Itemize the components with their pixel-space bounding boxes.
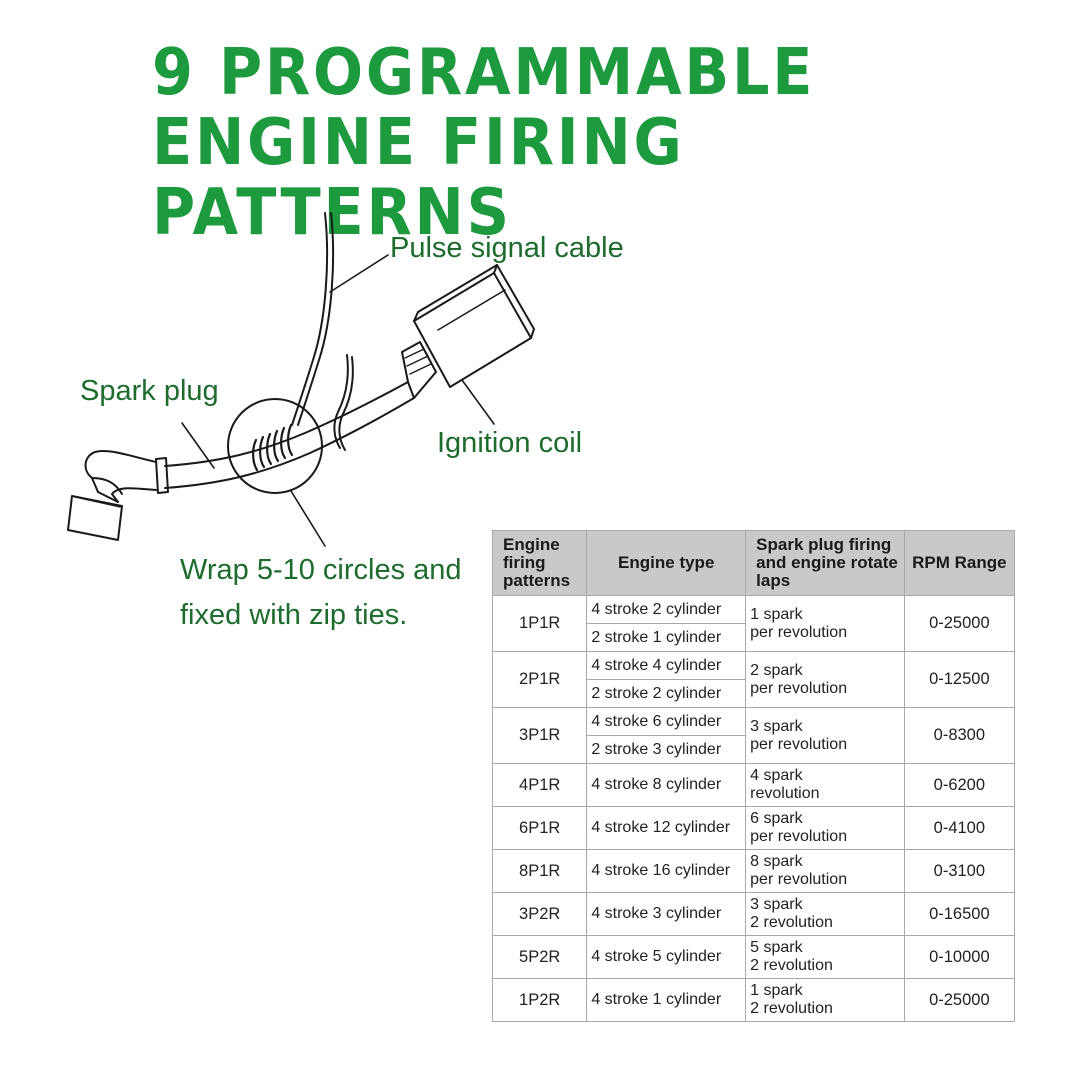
- engine-type-cell: 2 stroke 2 cylinder: [586, 679, 747, 708]
- engine-type-cell: 4 stroke 6 cylinder: [586, 707, 747, 736]
- pulse-cable-leader: [329, 254, 389, 293]
- spark-rev: per revolution: [750, 828, 848, 845]
- wrap-leader: [290, 490, 326, 547]
- wrap-instruction-line-2: fixed with zip ties.: [180, 599, 408, 631]
- spark-count: 3 spark: [750, 896, 803, 913]
- rpm-cell: 0-25000: [903, 978, 1016, 1022]
- engine-type-cell: 4 stroke 12 cylinder: [586, 806, 747, 850]
- wrap-instruction-label: Wrap 5-10 circles and fixed with zip tie…: [180, 548, 462, 638]
- spark-rev: per revolution: [750, 735, 848, 753]
- header-spark-laps: Spark plug firing and engine rotate laps: [745, 530, 905, 596]
- spark-count: 5 spark: [750, 939, 803, 956]
- table-subrow: 2 stroke 3 cylinder: [493, 735, 1015, 764]
- engine-type-cell: 4 stroke 2 cylinder: [586, 595, 747, 624]
- engine-type-cell: 4 stroke 1 cylinder: [586, 978, 747, 1022]
- engine-type-cell: 4 stroke 8 cylinder: [586, 763, 747, 807]
- ignition-coil-body: [401, 264, 535, 399]
- page-title-line-1: 9 PROGRAMMABLE ENGINE FIRING: [152, 36, 816, 180]
- spark-plug-label: Spark plug: [80, 375, 219, 407]
- rpm-cell: 0-6200: [903, 763, 1016, 807]
- pattern-cell: 1P1R: [491, 595, 588, 652]
- firing-patterns-table: Engine firing patterns Engine type Spark…: [491, 530, 1016, 1022]
- pattern-cell: 5P2R: [491, 935, 588, 979]
- table-subrow: 2 stroke 1 cylinder: [493, 623, 1015, 652]
- header-engine-type: Engine type: [586, 530, 747, 596]
- spark-plug-leader: [181, 422, 215, 469]
- rpm-cell: 0-16500: [903, 892, 1016, 936]
- pulse-signal-cable: [291, 212, 335, 426]
- header-patterns: Engine firing patterns: [491, 530, 588, 596]
- wrap-instruction-line-1: Wrap 5-10 circles and: [180, 554, 462, 586]
- engine-type-cell: 4 stroke 3 cylinder: [586, 892, 747, 936]
- engine-type-cell: 2 stroke 3 cylinder: [586, 735, 747, 764]
- spark-rev: 2 revolution: [750, 1000, 833, 1017]
- header-rpm-range: RPM Range: [903, 530, 1016, 596]
- pattern-cell: 3P1R: [491, 707, 588, 764]
- wrap-coils: [252, 423, 294, 472]
- spark-count: 1 spark: [750, 605, 803, 623]
- ignition-coil-leader: [461, 379, 495, 425]
- spark-count: 1 spark: [750, 982, 803, 999]
- secondary-wire: [333, 354, 354, 451]
- ignition-coil-label: Ignition coil: [437, 427, 583, 459]
- engine-type-cell: 4 stroke 16 cylinder: [586, 849, 747, 893]
- pattern-cell: 1P2R: [491, 978, 588, 1022]
- spark-count: 6 spark: [750, 810, 803, 827]
- spark-count: 4 spark: [750, 767, 803, 784]
- spark-rev: 2 revolution: [750, 914, 833, 931]
- engine-type-cell: 2 stroke 1 cylinder: [586, 623, 747, 652]
- engine-type-cell: 4 stroke 5 cylinder: [586, 935, 747, 979]
- pattern-cell: 4P1R: [491, 763, 588, 807]
- spark-rev: per revolution: [750, 871, 848, 888]
- pattern-cell: 6P1R: [491, 806, 588, 850]
- table-header-row: Engine firing patterns Engine type Spark…: [491, 530, 1016, 596]
- rpm-cell: 0-8300: [903, 707, 1016, 764]
- pulse-signal-cable-label: Pulse signal cable: [390, 232, 624, 264]
- spark-plug-boot: [67, 450, 169, 541]
- engine-type-cell: 4 stroke 4 cylinder: [586, 651, 747, 680]
- spark-count: 2 spark: [750, 661, 803, 679]
- rpm-cell: 0-25000: [903, 595, 1016, 652]
- rpm-cell: 0-4100: [903, 806, 1016, 850]
- pattern-cell: 8P1R: [491, 849, 588, 893]
- spark-rev: 2 revolution: [750, 957, 833, 974]
- page-title: 9 PROGRAMMABLE ENGINE FIRING PATTERNS: [152, 38, 980, 248]
- rpm-cell: 0-12500: [903, 651, 1016, 708]
- rpm-cell: 0-3100: [903, 849, 1016, 893]
- spark-count: 3 spark: [750, 717, 803, 735]
- spark-rev: per revolution: [750, 679, 848, 697]
- pattern-cell: 2P1R: [491, 651, 588, 708]
- rpm-cell: 0-10000: [903, 935, 1016, 979]
- spark-count: 8 spark: [750, 853, 803, 870]
- pattern-cell: 3P2R: [491, 892, 588, 936]
- wrap-detail-circle: [227, 398, 323, 494]
- spark-rev: per revolution: [750, 623, 848, 641]
- table-subrow: 2 stroke 2 cylinder: [493, 679, 1015, 708]
- spark-rev: revolution: [750, 785, 820, 802]
